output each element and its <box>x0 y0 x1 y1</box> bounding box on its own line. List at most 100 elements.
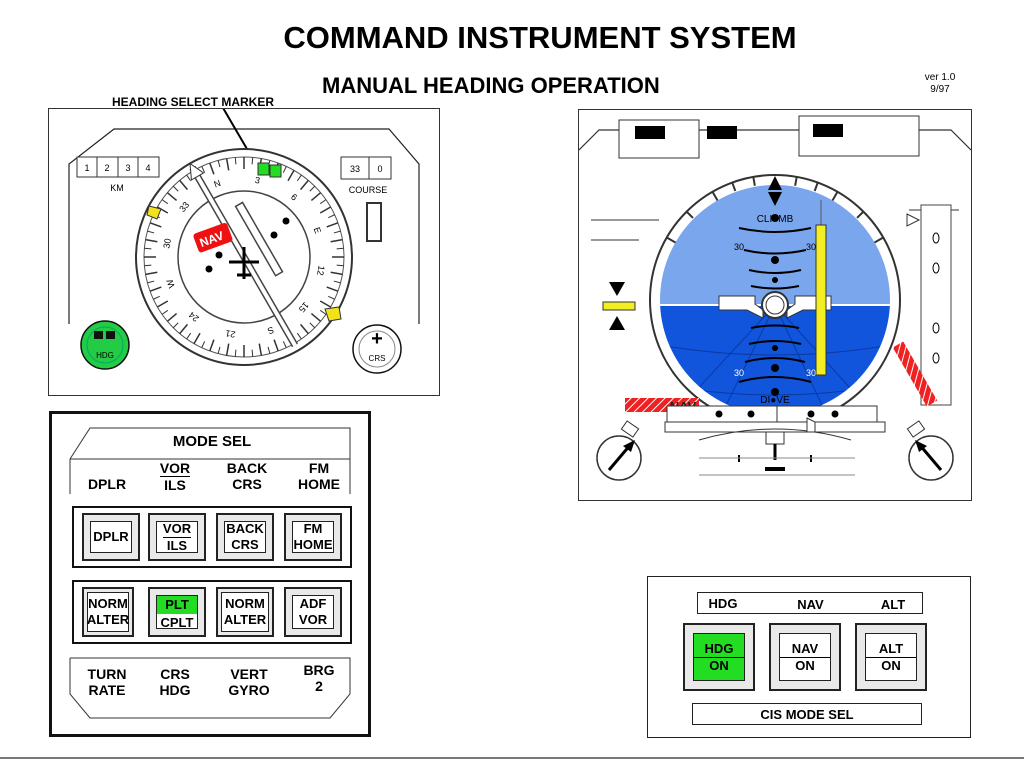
hdg-knob[interactable]: HDG <box>80 320 130 370</box>
mode-sel-title: MODE SEL <box>172 433 252 450</box>
compass-tick <box>330 238 343 243</box>
cis-mode-sel-label: CIS MODE SEL <box>760 707 854 722</box>
compass-tick <box>201 166 206 173</box>
compass-tick <box>179 323 189 335</box>
compass-tick <box>186 332 192 340</box>
button-label: VOR <box>298 612 328 627</box>
pitch-trim-knob[interactable] <box>596 420 642 481</box>
course-readout: 33 0 COURSE <box>340 156 392 242</box>
compass-tick <box>179 179 189 191</box>
compass-tick <box>149 286 162 292</box>
compass-tick <box>287 170 295 182</box>
compass-tick <box>153 295 160 300</box>
compass-tick <box>296 174 302 182</box>
button-label: CPLT <box>160 615 194 630</box>
footer-rule <box>0 757 1024 759</box>
heading-select-marker[interactable] <box>257 162 270 176</box>
button-label: ADF <box>299 596 327 611</box>
version-date: 9/97 <box>930 84 950 95</box>
climb-label: CLI●MB <box>757 214 794 225</box>
compass-tick <box>328 214 335 219</box>
compass-tick <box>161 309 169 315</box>
label-crs-hdg: CRS HDG <box>140 666 210 698</box>
compass-tick <box>333 280 341 284</box>
button-label: DPLR <box>93 529 129 544</box>
bank-tick <box>813 182 819 192</box>
button-label: ALTER <box>86 612 130 627</box>
pitch-label: 30 <box>806 368 816 378</box>
compass-label: 21 <box>225 328 237 340</box>
compass-label: E <box>312 226 323 235</box>
page-title: COMMAND INSTRUMENT SYSTEM <box>283 20 797 55</box>
compass-label: 3 <box>254 175 261 186</box>
label-brg-2: BRG 2 <box>284 662 354 694</box>
compass-tick <box>296 332 302 340</box>
compass-tick <box>251 157 254 165</box>
compass-tick <box>217 346 221 354</box>
pitch-label: 30 <box>734 368 744 378</box>
adi-instrument: CLI●MB DI●VE 30 30 30 30 NAV <box>579 115 971 481</box>
mode-sel-panel: MODE SEL DPLR VOR ILS BACK CRS FM HOME D… <box>49 411 371 737</box>
compass-tick <box>234 349 237 357</box>
compass-label: 33 <box>177 200 191 214</box>
pitch-label: 30 <box>734 242 744 252</box>
compass-tick <box>282 166 287 173</box>
button-label: HDG <box>694 641 744 658</box>
dive-label: DI●VE <box>760 395 790 406</box>
cis-alt-on-button[interactable]: ALT ON <box>855 623 927 691</box>
cis-nav-on-button[interactable]: NAV ON <box>769 623 841 691</box>
roll-trim-knob[interactable] <box>906 420 954 481</box>
label-text: RATE <box>88 682 126 698</box>
mode-label-dplr: DPLR <box>72 476 142 492</box>
compass-tick <box>234 157 237 165</box>
button-label: ON <box>795 657 815 673</box>
course-digit: 33 <box>350 164 360 174</box>
compass-label: 30 <box>161 238 173 250</box>
crs-knob[interactable]: + CRS <box>352 324 402 374</box>
adi-gs-flag-icon <box>892 341 938 407</box>
plt-cplt-button[interactable]: PLT CPLT <box>148 587 206 637</box>
button-label: NAV <box>780 641 830 658</box>
aircraft-reference-icon <box>718 291 832 319</box>
compass-label: 15 <box>297 300 311 314</box>
compass-tick <box>157 300 169 308</box>
dplr-button[interactable]: DPLR <box>82 513 140 561</box>
km-digit: 3 <box>125 163 130 173</box>
bearing-pointer-tail-icon <box>324 306 342 322</box>
button-label: ON <box>709 657 729 673</box>
mode-label-vor-ils: VOR ILS <box>145 460 205 493</box>
version-info: ver 1.0 9/97 <box>900 72 980 96</box>
compass-tick <box>145 271 158 276</box>
compass-tick <box>326 222 339 228</box>
compass-tick <box>147 280 155 284</box>
button-label: HOME <box>293 537 333 552</box>
compass-tick <box>299 323 309 335</box>
aircraft-symbol-icon <box>229 247 259 279</box>
compass-tick <box>172 185 179 192</box>
to-from-window <box>366 202 382 242</box>
compass-tick <box>145 238 158 243</box>
button-label: FM <box>303 521 323 536</box>
compass-tick <box>319 199 327 205</box>
compass-tick <box>267 346 271 354</box>
mode-label-back-crs: BACK CRS <box>212 460 282 492</box>
course-deviation-scale <box>666 405 878 423</box>
label-turn-rate: TURN RATE <box>72 666 142 698</box>
button-label: PLT <box>157 596 197 614</box>
compass-tick <box>319 300 331 308</box>
compass-tick <box>157 206 169 214</box>
compass-tick <box>161 199 169 205</box>
cis-hdg-on-button[interactable]: HDG ON <box>683 623 755 691</box>
crs-knob-plus-icon: + <box>371 328 383 350</box>
roll-index-icon <box>768 176 782 190</box>
course-digit: 0 <box>377 164 382 174</box>
